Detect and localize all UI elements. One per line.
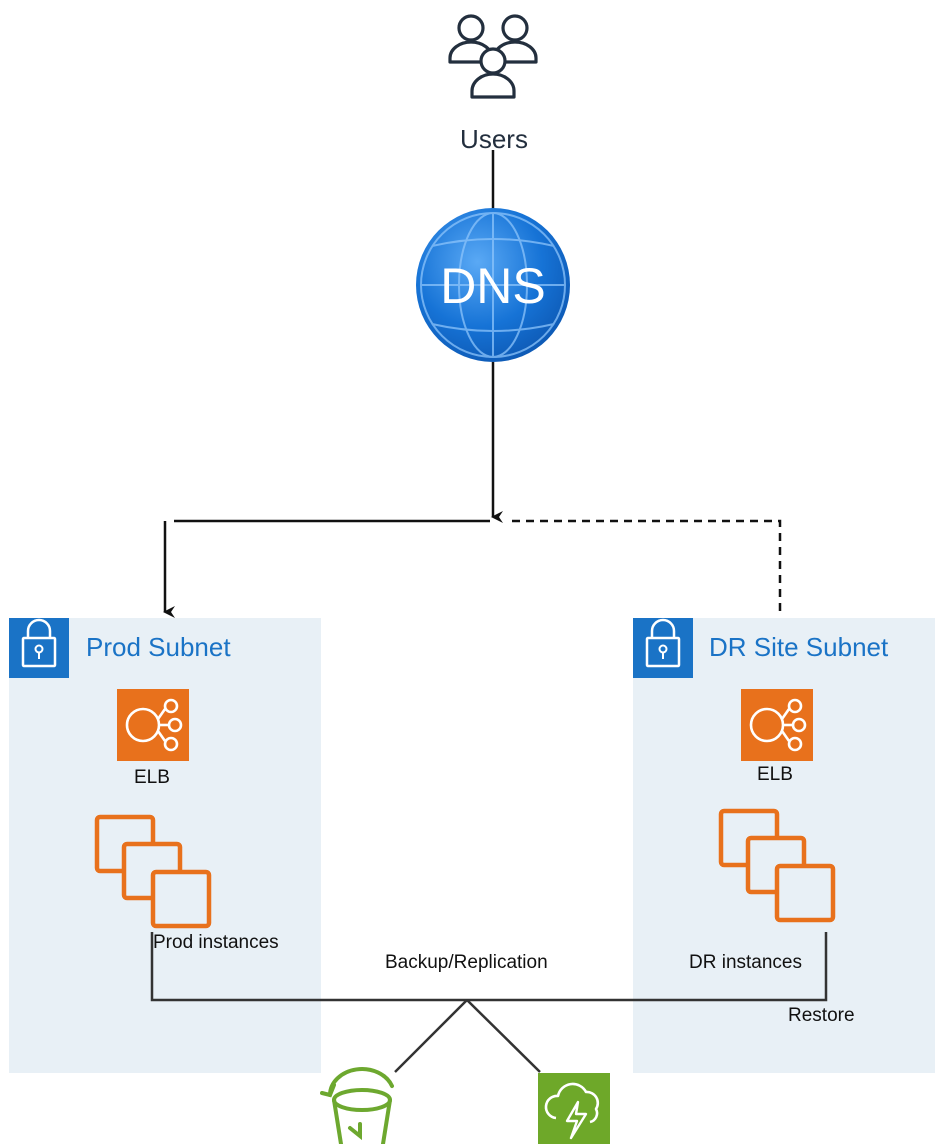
s3-bucket-icon [320, 1067, 394, 1144]
users-icon [448, 14, 538, 99]
restore-label: Restore [788, 1005, 855, 1026]
dr-instances-label: DR instances [689, 952, 802, 973]
to-cloud-line [466, 999, 541, 1073]
elastic-load-balancer-icon [117, 689, 189, 761]
backup-replication-line [150, 932, 828, 1002]
ec2-instances-icon [718, 808, 836, 923]
prod-subnet-title: Prod Subnet [86, 632, 231, 662]
prod-elb-label: ELB [134, 767, 170, 788]
dr-subnet-title: DR Site Subnet [709, 632, 889, 662]
dr-elb-label: ELB [757, 764, 793, 785]
cloud-lightning-icon [538, 1073, 610, 1144]
failover-route-dashed [512, 519, 782, 617]
lock-icon [9, 618, 69, 678]
lock-icon [633, 618, 693, 678]
prod-instances-label: Prod instances [153, 932, 279, 953]
ec2-instances-icon [94, 814, 212, 929]
dns-globe-icon [416, 208, 570, 362]
dns-label: DNS [440, 258, 546, 314]
elastic-load-balancer-icon [741, 689, 813, 761]
users-label: Users [460, 124, 528, 154]
to-bucket-line [394, 999, 468, 1073]
backup-replication-label: Backup/Replication [385, 952, 548, 973]
